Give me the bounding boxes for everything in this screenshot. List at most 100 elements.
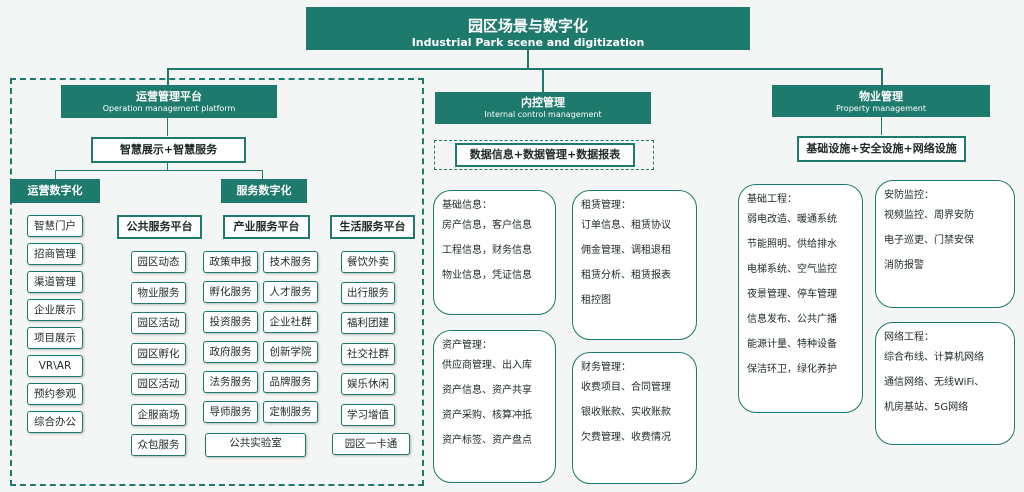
card-row: 订单信息、租赁协议 — [581, 220, 671, 231]
life-item: 娱乐休闲 — [341, 373, 395, 395]
operation-sub-banner: 智慧展示+智慧服务 — [91, 137, 246, 163]
industry-item: 技术服务 — [263, 251, 318, 273]
public-item: 园区孵化 — [131, 342, 186, 365]
card-row: 信息发布、公共广播 — [747, 314, 837, 325]
card-row: 视频监控、周界安防 — [884, 210, 974, 221]
lease-management-title: 租赁管理： — [581, 200, 631, 211]
public-item: 物业服务 — [131, 281, 186, 304]
network-engineering-title: 网络工程： — [884, 332, 934, 343]
industry-item: 孵化服务 — [203, 281, 258, 303]
card-row: 能源计量、特种设备 — [747, 339, 837, 350]
public-lab-item: 公共实验室 — [205, 433, 306, 457]
asset-management-card: 资产管理： 供应商管理、出入库资产信息、资产共享资产采购、核算冲抵资产标签、资产… — [433, 330, 556, 483]
card-row: 消防报警 — [884, 260, 924, 271]
network-engineering-rows: 综合布线、计算机网络通信网络、无线WiFi、机房基站、5G网络 — [884, 351, 1014, 415]
property-sub-banner: 基础设施+安全设施+网络设施 — [797, 136, 966, 162]
card-row: 资产采购、核算冲抵 — [442, 410, 532, 421]
left-item: VR\AR — [27, 355, 83, 377]
card-row: 机房基站、5G网络 — [884, 402, 969, 413]
card-row: 佣金管理、调租退租 — [581, 245, 671, 256]
service-digital-header: 服务数字化 — [221, 179, 307, 203]
internal-control-en: Internal control management — [484, 110, 602, 119]
card-row: 综合布线、计算机网络 — [884, 352, 984, 363]
main-title-banner: 园区场景与数字化 Industrial Park scene and digit… — [306, 7, 750, 50]
finance-management-title: 财务管理： — [581, 362, 631, 373]
lease-management-card: 租赁管理： 订单信息、租赁协议佣金管理、调租退租租赁分析、租赁报表租控图 — [572, 190, 697, 340]
operation-platform-en: Operation management platform — [102, 104, 236, 113]
life-service-header: 生活服务平台 — [330, 215, 415, 239]
operation-platform-zh: 运营管理平台 — [136, 90, 202, 103]
industry-item: 人才服务 — [263, 281, 318, 303]
card-row: 电梯系统、空气监控 — [747, 264, 837, 275]
life-item: 学习增值 — [341, 403, 395, 426]
left-item: 智慧门户 — [27, 215, 83, 237]
card-row: 银收账款、实收账款 — [581, 407, 671, 418]
life-item: 园区一卡通 — [332, 433, 410, 455]
card-row: 收费项目、合同管理 — [581, 382, 671, 393]
operation-group-frame — [10, 78, 424, 486]
card-row: 供应商管理、出入库 — [442, 360, 532, 371]
industry-item: 导师服务 — [203, 401, 258, 423]
card-row: 房产信息，客户信息 — [442, 220, 532, 231]
card-row: 租赁分析、租赁报表 — [581, 270, 671, 281]
industry-item: 政策申报 — [203, 251, 258, 273]
card-row: 通信网络、无线WiFi、 — [884, 377, 985, 388]
card-row: 物业信息，凭证信息 — [442, 270, 532, 281]
card-row: 弱电改造、暖通系统 — [747, 214, 837, 225]
life-item: 社交社群 — [341, 342, 395, 365]
left-item: 项目展示 — [27, 327, 83, 349]
basic-info-rows: 房产信息，客户信息工程信息，财务信息物业信息，凭证信息 — [442, 219, 555, 283]
finance-management-rows: 收费项目、合同管理银收账款、实收账款欠费管理、收费情况 — [581, 381, 696, 445]
left-item: 招商管理 — [27, 243, 83, 265]
card-row: 租控图 — [581, 295, 611, 306]
property-management-header: 物业管理 Property management — [772, 85, 990, 117]
property-management-en: Property management — [836, 104, 926, 113]
operation-platform-header: 运营管理平台 Operation management platform — [61, 85, 277, 118]
asset-management-title: 资产管理： — [442, 340, 492, 351]
industry-item: 法务服务 — [203, 371, 258, 393]
infra-engineering-card: 基础工程： 弱电改造、暖通系统节能照明、供给排水电梯系统、空气监控夜景管理、停车… — [738, 184, 863, 413]
left-item: 渠道管理 — [27, 271, 83, 293]
basic-info-title: 基础信息： — [442, 200, 492, 211]
security-monitor-card: 安防监控： 视频监控、周界安防电子巡更、门禁安保消防报警 — [875, 180, 1015, 308]
industry-item: 品牌服务 — [263, 371, 318, 393]
industry-item: 创新学院 — [263, 341, 318, 363]
card-row: 资产信息、资产共享 — [442, 385, 532, 396]
left-item: 预约参观 — [27, 383, 83, 405]
asset-management-rows: 供应商管理、出入库资产信息、资产共享资产采购、核算冲抵资产标签、资产盘点 — [442, 359, 555, 448]
industry-item: 企业社群 — [263, 311, 318, 333]
card-row: 夜景管理、停车管理 — [747, 289, 837, 300]
life-item: 餐饮外卖 — [341, 251, 395, 273]
left-item: 综合办公 — [27, 411, 83, 433]
public-item: 众包服务 — [131, 434, 186, 456]
life-item: 福利团建 — [341, 312, 395, 334]
card-row: 欠费管理、收费情况 — [581, 432, 671, 443]
network-engineering-card: 网络工程： 综合布线、计算机网络通信网络、无线WiFi、机房基站、5G网络 — [875, 322, 1015, 445]
lease-management-rows: 订单信息、租赁协议佣金管理、调租退租租赁分析、租赁报表租控图 — [581, 219, 696, 308]
industry-item: 政府服务 — [203, 341, 258, 363]
public-item: 园区活动 — [131, 373, 186, 395]
security-monitor-title: 安防监控： — [884, 190, 934, 201]
internal-sub-frame — [434, 140, 654, 170]
industry-item: 定制服务 — [263, 401, 318, 423]
card-row: 节能照明、供给排水 — [747, 239, 837, 250]
life-item: 出行服务 — [341, 281, 395, 304]
public-item: 企服商场 — [131, 403, 186, 426]
public-item: 园区动态 — [131, 251, 186, 273]
public-service-header: 公共服务平台 — [117, 215, 202, 239]
internal-control-header: 内控管理 Internal control management — [435, 92, 651, 124]
security-monitor-rows: 视频监控、周界安防电子巡更、门禁安保消防报警 — [884, 209, 1014, 273]
card-row: 工程信息，财务信息 — [442, 245, 532, 256]
card-row: 保洁环卫，绿化养护 — [747, 364, 837, 375]
infra-engineering-rows: 弱电改造、暖通系统节能照明、供给排水电梯系统、空气监控夜景管理、停车管理信息发布… — [747, 213, 862, 377]
left-item: 企业展示 — [27, 299, 83, 321]
ops-digital-header: 运营数字化 — [10, 179, 100, 203]
industry-service-header: 产业服务平台 — [223, 215, 310, 239]
industry-item: 投资服务 — [203, 311, 258, 333]
finance-management-card: 财务管理： 收费项目、合同管理银收账款、实收账款欠费管理、收费情况 — [572, 352, 697, 484]
public-item: 园区活动 — [131, 312, 186, 334]
main-title-zh: 园区场景与数字化 — [467, 17, 588, 35]
infra-engineering-title: 基础工程： — [747, 194, 797, 205]
card-row: 电子巡更、门禁安保 — [884, 235, 974, 246]
basic-info-card: 基础信息： 房产信息，客户信息工程信息，财务信息物业信息，凭证信息 — [433, 190, 556, 315]
